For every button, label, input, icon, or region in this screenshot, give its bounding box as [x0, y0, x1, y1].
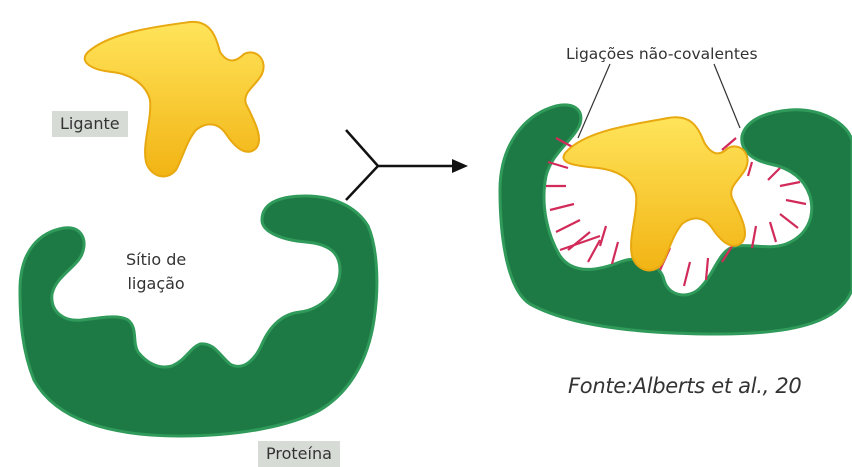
binding-site-label-line1: Sítio de — [126, 248, 186, 272]
protein-shape — [20, 196, 377, 436]
ligand-label: Ligante — [52, 111, 128, 137]
arrow-head — [452, 159, 468, 173]
reaction-arrow — [346, 130, 452, 200]
binding-site-label: Sítio de ligação — [126, 248, 186, 296]
ligand-shape — [85, 22, 264, 177]
protein-label: Proteína — [258, 441, 340, 467]
label-leader-left — [578, 64, 610, 138]
source-caption: Fonte:Alberts et al., 20 — [568, 376, 801, 396]
label-leader-right — [714, 64, 740, 128]
complex-ligand-shape — [564, 117, 748, 270]
noncovalent-bonds-label: Ligações não-covalentes — [566, 44, 758, 64]
binding-site-label-line2: ligação — [126, 272, 186, 296]
